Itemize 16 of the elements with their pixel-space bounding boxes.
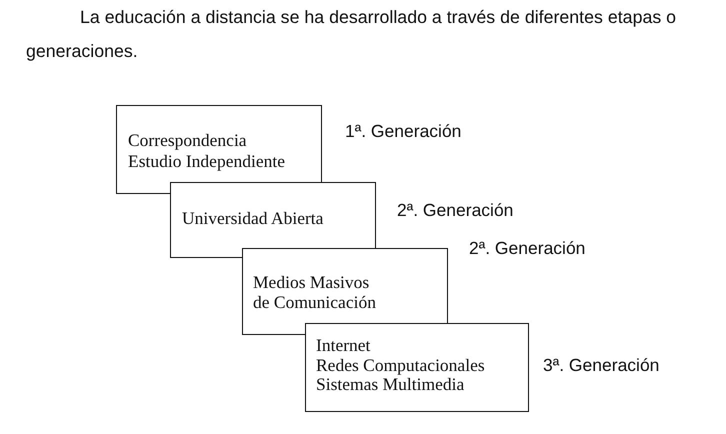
heading-text: La educación a distancia se ha desarrollado a través de diferentes etapas o generaciones. (26, 6, 678, 63)
stage-text: Internet (316, 336, 370, 356)
stage-text: Redes Computacionales (316, 356, 485, 375)
stage-text: Sistemas Multimedia (316, 375, 464, 394)
generation-label: 2ª. Generación (397, 200, 514, 220)
stage-box (305, 323, 529, 412)
stage-text: Estudio Independiente (128, 151, 285, 172)
generation-label: 2ª. Generación (469, 238, 586, 258)
stage-text: Universidad Abierta (182, 208, 324, 229)
generation-label: 1ª. Generación (345, 121, 462, 141)
stage-box (116, 105, 322, 194)
stage-box (242, 248, 448, 335)
generation-label: 3ª. Generación (543, 355, 660, 375)
stage-box (170, 182, 376, 258)
stage-text: Correspondencia (128, 130, 247, 151)
stage-text: Medios Masivos de Comunicación (253, 272, 377, 312)
